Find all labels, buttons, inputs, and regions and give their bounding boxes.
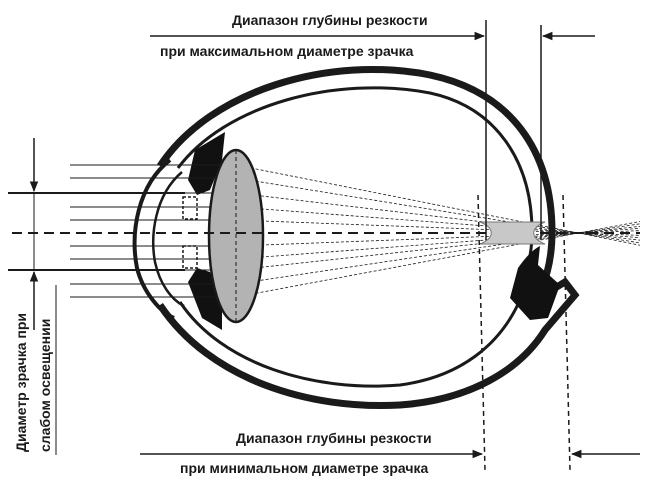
bottom-range-marker (140, 194, 640, 471)
pupil-edge-lower (182, 245, 198, 269)
optic-nerve (510, 246, 560, 320)
cornea-outer (132, 158, 175, 320)
bottom-label-line2: при минимальном диаметре зрачка (180, 460, 428, 476)
eyeball (157, 66, 580, 410)
cornea (132, 158, 185, 320)
pupil-diameter-marker (8, 138, 185, 455)
bottom-range-right-boundary (562, 194, 571, 471)
iris-upper (188, 132, 225, 195)
converging-ray (235, 192, 641, 241)
side-label-line1: Диаметр зрачка при (13, 313, 29, 452)
focus-zone (479, 221, 546, 245)
top-range-marker (150, 20, 595, 240)
converging-rays (235, 164, 641, 298)
side-label: Диаметр зрачка при слабом освещении (13, 313, 53, 452)
bottom-range-left-boundary (477, 194, 486, 471)
bottom-label-line1: Диапазон глубины резкости (236, 430, 432, 446)
top-label-line1: Диапазон глубины резкости (232, 12, 428, 28)
top-label-line2: при максимальном диаметре зрачка (160, 43, 414, 59)
converging-ray (235, 164, 641, 246)
converging-ray (235, 221, 641, 298)
side-label-line2: слабом освещении (37, 319, 53, 452)
converging-ray (235, 225, 641, 271)
pupil-edge-upper (182, 196, 198, 220)
sclera-outer (157, 66, 580, 410)
